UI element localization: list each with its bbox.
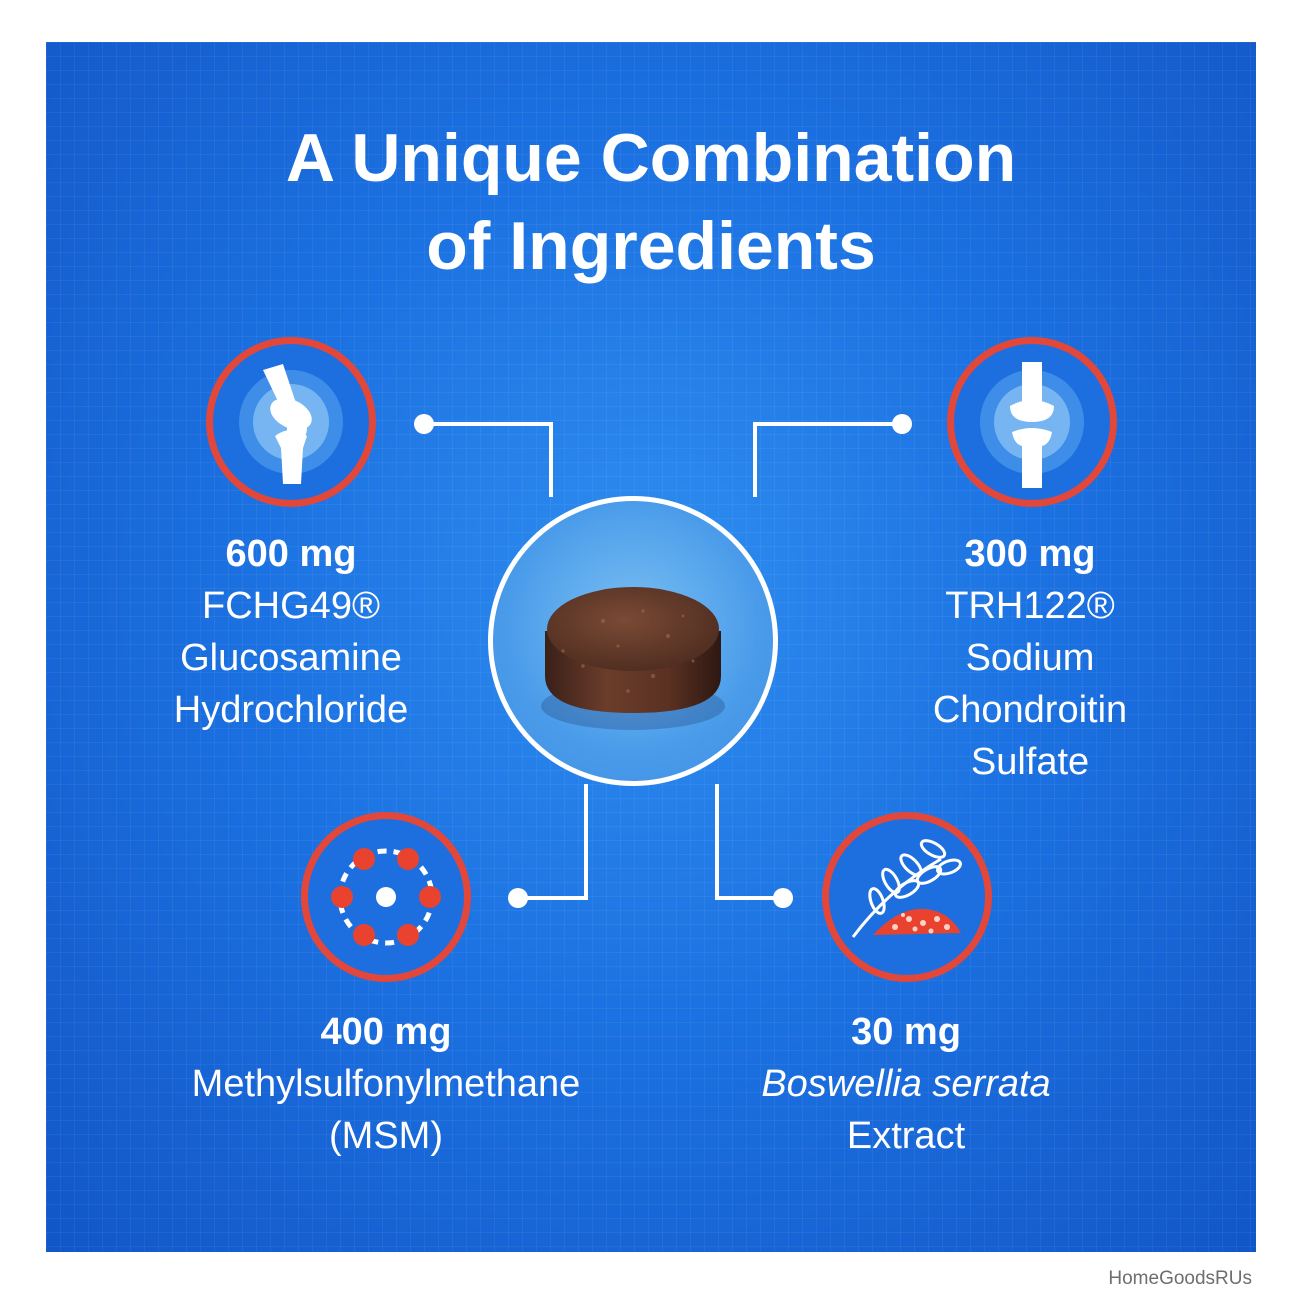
ingredient-name-line: FCHG49®	[202, 585, 380, 627]
connector-dot-bottom-left	[508, 888, 528, 908]
ingredient-name-line: Sulfate	[970, 741, 1090, 783]
ingredient-dose: 400 mg	[320, 1011, 452, 1053]
connector-dot-top-left	[414, 414, 434, 434]
ingredient-name-line: Hydrochloride	[173, 689, 409, 731]
title-line-2: of Ingredients	[426, 208, 876, 284]
ingredient-name-line: Boswellia serrata	[761, 1063, 1051, 1105]
ingredient-name-line: Chondroitin	[932, 689, 1128, 731]
knee-joint-icon	[947, 337, 1117, 507]
connector-lines	[414, 414, 912, 908]
connector-dot-bottom-right	[773, 888, 793, 908]
connector-bottom-right	[715, 784, 783, 900]
infographic-panel: A Unique Combination of Ingredients	[46, 42, 1256, 1252]
ingredient-dose: 600 mg	[225, 533, 357, 575]
title-line-1: A Unique Combination	[285, 120, 1017, 196]
connector-dot-top-right	[892, 414, 912, 434]
connector-bottom-left	[518, 784, 588, 900]
ingredient-name-line: Sodium	[965, 637, 1095, 679]
molecule-icon	[301, 812, 471, 982]
boswellia-plant-icon	[822, 812, 992, 982]
connector-top-right	[753, 422, 902, 497]
ingredient-chondroitin: 300 mg TRH122® Sodium Chondroitin Sulfat…	[880, 528, 1180, 788]
ingredient-name-line: Glucosamine	[180, 637, 402, 679]
ingredient-msm: 400 mg Methylsulfonylmethane (MSM)	[146, 1006, 626, 1162]
chew-tablet-image	[541, 587, 725, 730]
product-chew-circle	[488, 496, 778, 786]
knee-joint-icon	[206, 337, 376, 507]
store-watermark: HomeGoodsRUs	[1108, 1268, 1252, 1289]
connector-top-left	[424, 422, 553, 497]
ingredient-name-line: (MSM)	[329, 1115, 443, 1157]
ingredient-dose: 300 mg	[964, 533, 1096, 575]
ingredient-name-line: TRH122®	[945, 585, 1115, 627]
ingredient-dose: 30 mg	[851, 1011, 961, 1053]
ingredient-name-line: Methylsulfonylmethane	[191, 1063, 581, 1105]
ingredient-boswellia: 30 mg Boswellia serrata Extract	[726, 1006, 1086, 1162]
ingredient-glucosamine: 600 mg FCHG49® Glucosamine Hydrochloride	[141, 528, 441, 736]
ingredient-name-line: Extract	[846, 1115, 966, 1157]
page-title: A Unique Combination of Ingredients	[46, 114, 1256, 290]
